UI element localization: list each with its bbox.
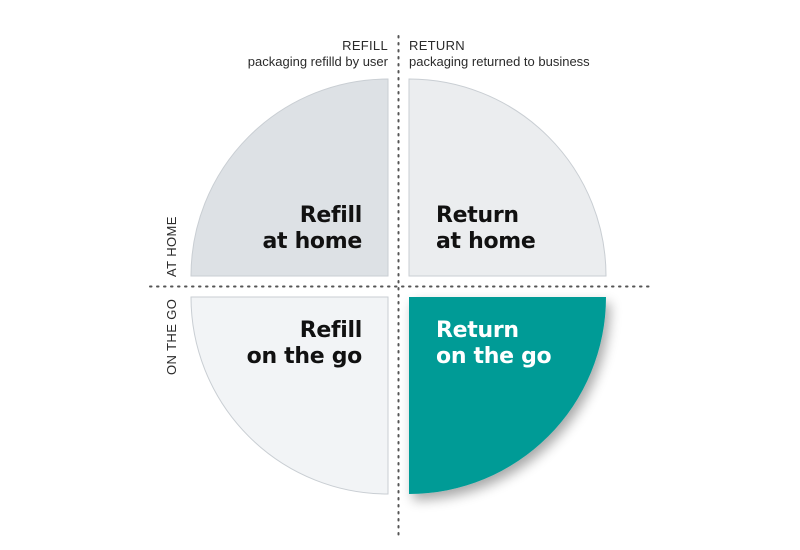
return-on-the-go-label: Return on the go bbox=[436, 318, 552, 370]
return-on-the-go-line2: on the go bbox=[436, 344, 552, 369]
refill-title: REFILL bbox=[342, 38, 388, 53]
refill-axis-label: REFILL packaging refilld by user bbox=[248, 38, 388, 70]
refill-subtitle: packaging refilld by user bbox=[247, 54, 388, 69]
on-the-go-axis-label: ON THE GO bbox=[164, 298, 179, 375]
refill-on-the-go-label: Refill on the go bbox=[246, 318, 363, 370]
return-at-home-line1: Return bbox=[436, 203, 519, 228]
return-at-home-line2: at home bbox=[436, 229, 536, 254]
refill-at-home-line2: at home bbox=[262, 229, 362, 254]
refill-at-home-label: Refill at home bbox=[262, 203, 362, 255]
refill-on-the-go-line2: on the go bbox=[246, 344, 363, 369]
quadrant-refill-on-the-go bbox=[190, 296, 389, 495]
return-title: RETURN bbox=[409, 38, 465, 53]
quadrant-refill-at-home bbox=[190, 78, 389, 277]
refill-on-the-go-line1: Refill bbox=[299, 318, 363, 343]
quadrant-return-at-home bbox=[408, 78, 607, 277]
return-subtitle: packaging returned to business bbox=[409, 54, 590, 69]
at-home-axis-label: AT HOME bbox=[164, 216, 179, 277]
quadrant-return-on-the-go bbox=[409, 297, 606, 494]
return-axis-label: RETURN packaging returned to business bbox=[409, 38, 590, 70]
return-on-the-go-line1: Return bbox=[436, 318, 519, 343]
refill-at-home-line1: Refill bbox=[299, 203, 363, 228]
return-at-home-label: Return at home bbox=[436, 203, 536, 255]
